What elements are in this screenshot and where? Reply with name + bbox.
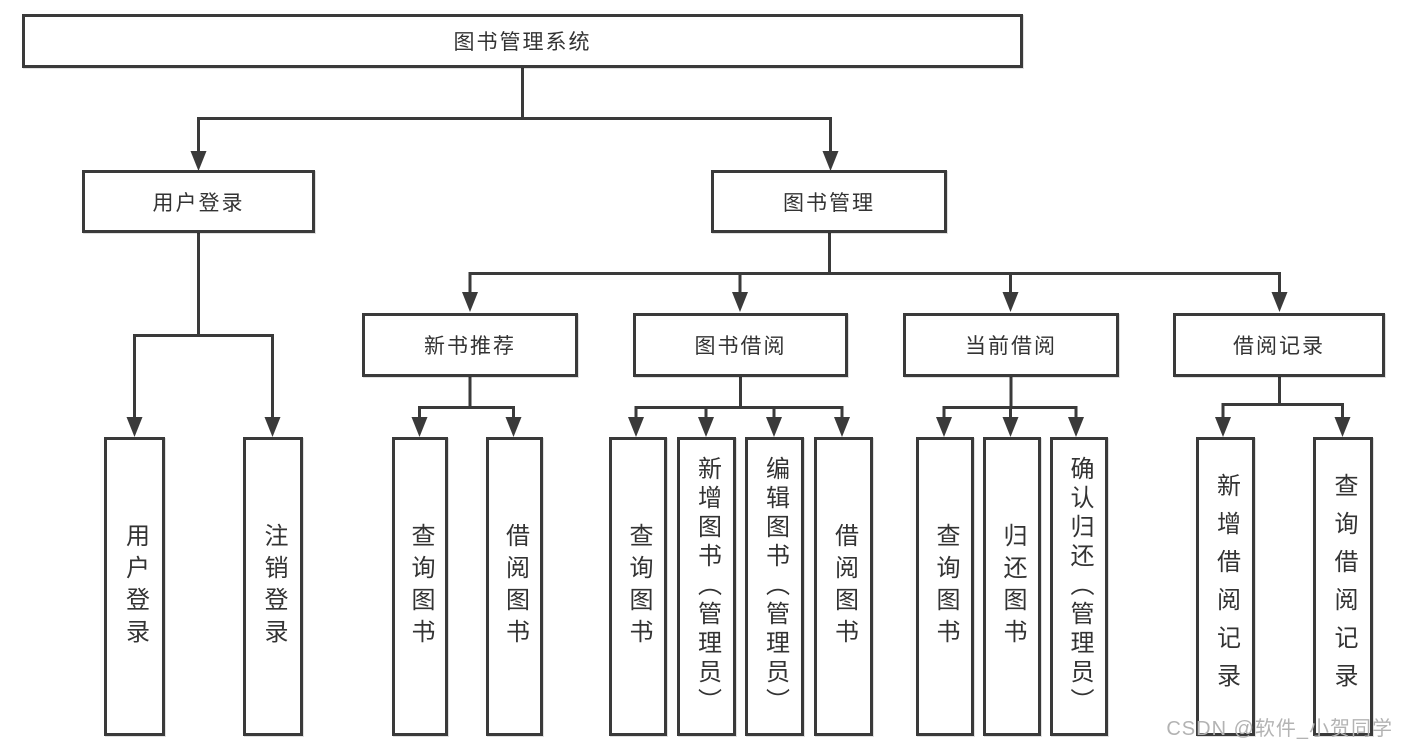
leaf-recommend-borrow-books: 借阅图书 — [486, 437, 543, 736]
node-borrow-record: 借阅记录 — [1173, 313, 1385, 377]
leaf-recommend-query-books: 查询图书 — [392, 437, 448, 736]
leaf-confirm-return-admin-label: 确认归还（管理员） — [1066, 456, 1093, 717]
node-book-borrow: 图书借阅 — [633, 313, 848, 377]
leaf-current-query-books: 查询图书 — [916, 437, 974, 736]
leaf-return-books-label: 归还图书 — [999, 522, 1026, 651]
leaf-query-borrow-record-label: 查询借阅记录 — [1330, 472, 1357, 701]
leaf-add-borrow-record-label: 新增借阅记录 — [1212, 472, 1240, 701]
leaf-borrow-query-books: 查询图书 — [609, 437, 667, 736]
leaf-add-books-admin-label: 新增图书（管理员） — [693, 456, 721, 717]
node-current-borrow: 当前借阅 — [903, 313, 1119, 377]
leaf-logout: 注销登录 — [243, 437, 303, 736]
node-user-login-label: 用户登录 — [152, 191, 245, 215]
node-user-login: 用户登录 — [82, 170, 315, 233]
leaf-edit-books-admin: 编辑图书（管理员） — [745, 437, 804, 736]
node-book-borrow-label: 图书借阅 — [694, 335, 787, 358]
leaf-confirm-return-admin: 确认归还（管理员） — [1050, 437, 1108, 736]
node-new-book-recommend-label: 新书推荐 — [424, 335, 516, 358]
csdn-watermark: CSDN @软件_小贺同学 — [1166, 718, 1393, 740]
node-borrow-record-label: 借阅记录 — [1233, 335, 1325, 358]
node-current-borrow-label: 当前借阅 — [965, 335, 1057, 358]
leaf-borrow-books: 借阅图书 — [814, 437, 873, 736]
leaf-user-login-label: 用户登录 — [121, 522, 149, 651]
node-new-book-recommend: 新书推荐 — [362, 313, 578, 377]
leaf-add-books-admin: 新增图书（管理员） — [677, 437, 736, 736]
leaf-query-borrow-record: 查询借阅记录 — [1313, 437, 1373, 736]
leaf-recommend-borrow-books-label: 借阅图书 — [501, 522, 529, 651]
node-book-management: 图书管理 — [711, 170, 947, 233]
leaf-add-borrow-record: 新增借阅记录 — [1196, 437, 1255, 736]
leaf-recommend-query-books-label: 查询图书 — [407, 522, 434, 651]
leaf-borrow-query-books-label: 查询图书 — [625, 522, 652, 651]
leaf-return-books: 归还图书 — [983, 437, 1041, 736]
leaf-edit-books-admin-label: 编辑图书（管理员） — [761, 456, 789, 717]
leaf-user-login: 用户登录 — [104, 437, 165, 736]
node-book-management-label: 图书管理 — [783, 191, 875, 215]
leaf-borrow-books-label: 借阅图书 — [830, 522, 858, 651]
arrowheads — [126, 151, 1351, 437]
leaf-current-query-books-label: 查询图书 — [932, 522, 959, 651]
leaf-logout-label: 注销登录 — [260, 522, 287, 651]
node-root-label: 图书管理系统 — [453, 31, 592, 54]
node-root: 图书管理系统 — [22, 14, 1023, 68]
